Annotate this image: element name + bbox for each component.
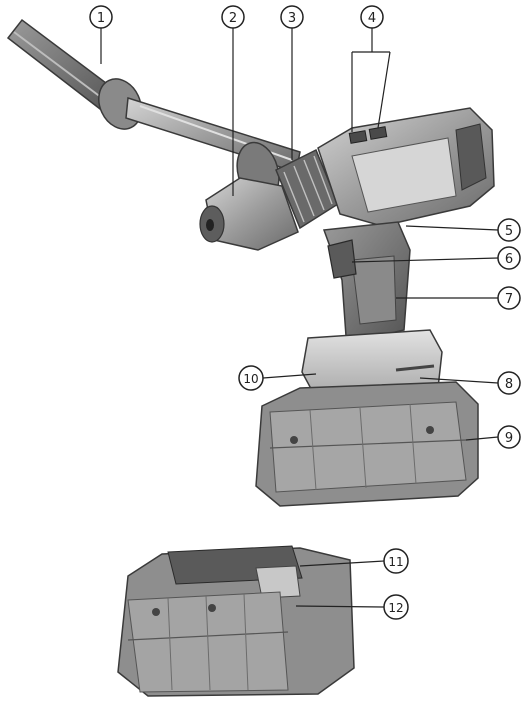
- callout-5-label: 5: [505, 224, 513, 239]
- callout-2-label: 2: [229, 11, 237, 26]
- callout-10: 10: [238, 365, 264, 391]
- callout-4: 4: [360, 5, 384, 29]
- tool-foot: [301, 329, 443, 399]
- callout-11: 11: [383, 548, 409, 574]
- side-handle: [6, 18, 301, 203]
- handle: [322, 221, 411, 339]
- callout-12: 12: [383, 594, 409, 620]
- callout-3-label: 3: [288, 11, 296, 26]
- callout-8-label: 8: [505, 377, 513, 392]
- callout-1: 1: [89, 5, 113, 29]
- callout-8: 8: [497, 371, 521, 395]
- chuck: [199, 177, 299, 251]
- callout-3: 3: [280, 5, 304, 29]
- callout-10-label: 10: [243, 372, 258, 386]
- callout-4-label: 4: [368, 11, 376, 26]
- callout-5: 5: [497, 218, 521, 242]
- callout-7: 7: [497, 286, 521, 310]
- callout-2: 2: [221, 5, 245, 29]
- drill-body: [317, 107, 495, 227]
- callout-12-label: 12: [388, 601, 403, 615]
- callout-6: 6: [497, 246, 521, 270]
- callout-9-label: 9: [505, 431, 513, 446]
- battery-detached: [117, 545, 355, 697]
- callout-7-label: 7: [505, 292, 513, 307]
- callout-11-label: 11: [388, 555, 403, 569]
- callout-9: 9: [497, 425, 521, 449]
- battery-attached: [255, 381, 479, 507]
- leader-lines: [100, 28, 499, 608]
- callout-6-label: 6: [505, 252, 513, 267]
- callout-1-label: 1: [97, 11, 105, 26]
